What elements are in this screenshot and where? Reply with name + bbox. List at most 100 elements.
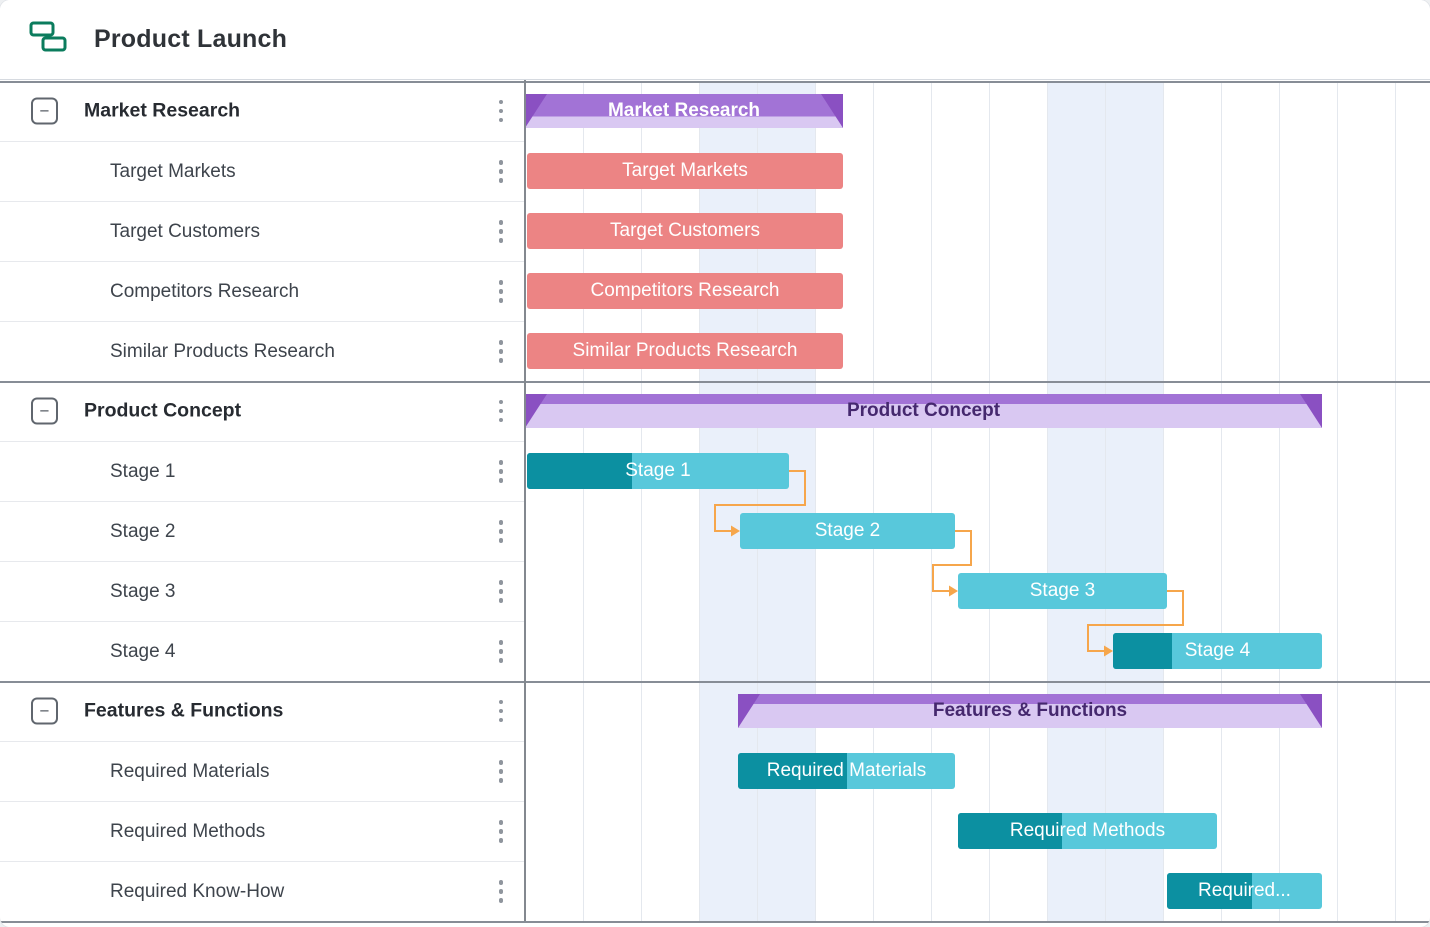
row-menu-button[interactable] [489,753,513,791]
kebab-dot [498,358,504,363]
grid-line [583,81,584,921]
kebab-dot [498,417,504,423]
row-menu-button[interactable] [489,153,513,191]
row-menu-button[interactable] [489,513,513,551]
kebab-dot [498,898,504,903]
task-row-stage-1: Stage 1 [0,441,525,501]
task-row-stage-3: Stage 3 [0,561,525,621]
row-menu-button[interactable] [489,333,513,371]
task-row-stage-2: Stage 2 [0,501,525,561]
task-row-features-functions: − Features & Functions [0,681,525,741]
task-bar-stage-1[interactable]: Stage 1 [527,453,789,489]
group-separator [0,381,1430,383]
task-bar-similar-products-research[interactable]: Similar Products Research [527,333,843,369]
kebab-dot [498,399,504,405]
task-row-product-concept: −Product Concept [0,381,525,441]
grid-line [641,81,642,921]
gantt-logo-icon [28,19,68,60]
kebab-icon [498,760,504,783]
kebab-dot [498,238,504,243]
weekend-shading [1105,81,1163,921]
header: Product Launch [0,0,1430,80]
grid-line [757,81,758,921]
task-bar-target-customers[interactable]: Target Customers [527,213,843,249]
grid-line [1337,81,1338,921]
kebab-dot [498,769,504,774]
kebab-dot [498,160,504,165]
kebab-icon [498,160,504,183]
weekend-shading [757,81,815,921]
task-label: Stage 1 [110,460,176,482]
row-menu-button[interactable] [489,813,513,851]
task-bar-competitors-research[interactable]: Competitors Research [527,273,843,309]
task-label: Features & Functions [84,699,284,722]
kebab-dot [498,838,504,843]
bar-label: Similar Products Research [572,340,798,361]
row-menu-button[interactable] [489,92,513,130]
task-label: Required Methods [110,820,266,842]
task-bar-target-markets[interactable]: Target Markets [527,153,843,189]
minus-icon: − [39,701,50,721]
kebab-dot [498,708,504,714]
task-bar-stage-4[interactable]: Stage 4 [1113,633,1322,669]
row-menu-button[interactable] [489,273,513,311]
kebab-dot [498,460,504,465]
collapse-button[interactable]: − [31,97,58,125]
kebab-icon [498,699,504,723]
collapse-button[interactable]: − [31,697,58,725]
bar-label: Target Customers [610,220,760,241]
kebab-dot [498,478,504,483]
grid-line [1105,81,1106,921]
kebab-icon [498,820,504,843]
row-menu-button[interactable] [489,573,513,611]
task-bar-stage-3[interactable]: Stage 3 [958,573,1167,609]
row-menu-button[interactable] [489,392,513,430]
kebab-dot [498,169,504,174]
row-menu-button[interactable] [489,633,513,671]
row-menu-button[interactable] [489,453,513,491]
kebab-dot [498,298,504,303]
kebab-icon [498,460,504,483]
task-bar-required-methods[interactable]: Required Methods [958,813,1217,849]
kebab-dot [498,649,504,654]
summary-bar-market-research[interactable]: Market Research [525,94,843,128]
task-label: Market Research [84,99,241,122]
kebab-dot [498,520,504,525]
row-menu-button[interactable] [489,873,513,911]
group-separator [0,81,1430,83]
task-label: Required Know-How [110,880,285,902]
task-bar-required-materials[interactable]: Required Materials [738,753,955,789]
progress-fill [958,813,1062,849]
bar-label: Required Methods [1009,820,1166,841]
grid-line [1047,81,1048,921]
task-bar-stage-2[interactable]: Stage 2 [740,513,955,549]
kebab-dot [498,820,504,825]
summary-bar-features-functions[interactable]: Features & Functions [738,694,1322,728]
summary-bar-product-concept[interactable]: Product Concept [525,394,1322,428]
kebab-dot [498,220,504,225]
kebab-dot [498,717,504,723]
minus-icon: − [39,401,50,421]
task-row-target-customers: Target Customers [0,201,525,261]
grid-line [815,81,816,921]
collapse-button[interactable]: − [31,397,58,425]
bar-label: Target Markets [622,160,748,181]
dependency-arrowhead-icon [949,585,958,597]
task-row-similar-products-research: Similar Products Research [0,321,525,381]
row-menu-button[interactable] [489,692,513,730]
task-label: Competitors Research [110,280,300,302]
bar-label: Features & Functions [932,700,1128,721]
kebab-icon [498,640,504,663]
group-separator [0,681,1430,683]
task-bar-required-know-how[interactable]: Required... [1167,873,1322,909]
bottom-border [0,921,1430,923]
grid-line [931,81,932,921]
task-label: Required Materials [110,760,270,782]
bar-label: Product Concept [846,400,1001,421]
kebab-dot [498,699,504,705]
bar-label: Required Materials [766,760,927,781]
kebab-dot [498,469,504,474]
task-row-required-know-how: Required Know-How [0,861,525,921]
row-menu-button[interactable] [489,213,513,251]
grid-line [1221,81,1222,921]
